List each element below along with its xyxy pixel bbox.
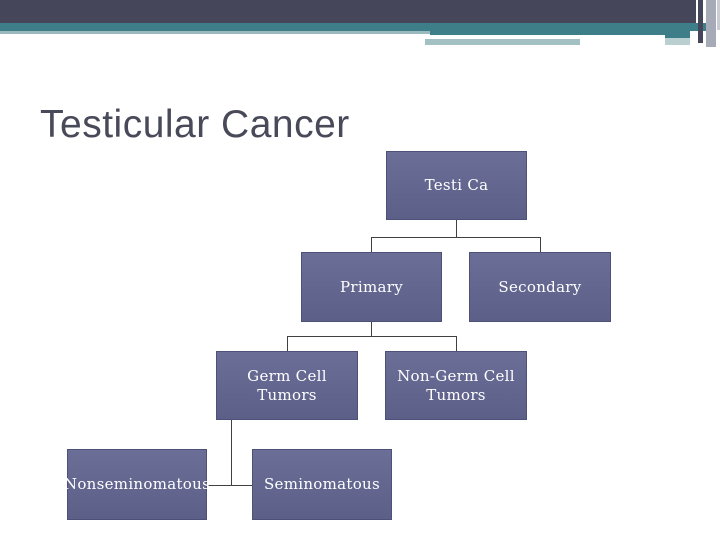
connector-germ-hanging-stem	[231, 420, 232, 486]
node-primary: Primary	[301, 252, 442, 322]
node-non-germ-cell-tumors: Non-Germ Cell Tumors	[385, 351, 527, 420]
header-gray-stripe	[706, 0, 716, 47]
header-teal-band	[0, 23, 712, 31]
connector-secondary-drop	[540, 237, 541, 252]
node-secondary: Secondary	[469, 252, 611, 322]
connector-root-stem	[456, 220, 457, 237]
header-teal-right-block	[430, 31, 690, 38]
node-seminomatous: Seminomatous	[252, 449, 392, 520]
header-edge-stripe	[717, 0, 720, 30]
connector-level1-crossbar	[371, 237, 541, 238]
connector-germ-drop	[287, 336, 288, 351]
header-dark-band	[0, 0, 696, 23]
connector-level3-crossbar	[207, 485, 252, 486]
header-sage-line	[0, 31, 430, 34]
header-sage-band	[425, 39, 580, 45]
node-germ-cell-tumors: Germ Cell Tumors	[216, 351, 358, 420]
header-dark-stripe	[698, 0, 703, 43]
node-testi-ca: Testi Ca	[386, 151, 527, 220]
slide-title: Testicular Cancer	[40, 103, 350, 146]
header-white-line	[425, 35, 665, 39]
connector-level2-crossbar	[287, 336, 457, 337]
connector-nongerm-drop	[456, 336, 457, 351]
header-sage-light-block	[665, 38, 690, 45]
node-nonseminomatous: Nonseminomatous	[64, 449, 210, 520]
connector-primary-stem	[371, 322, 372, 336]
connector-primary-drop	[371, 237, 372, 252]
